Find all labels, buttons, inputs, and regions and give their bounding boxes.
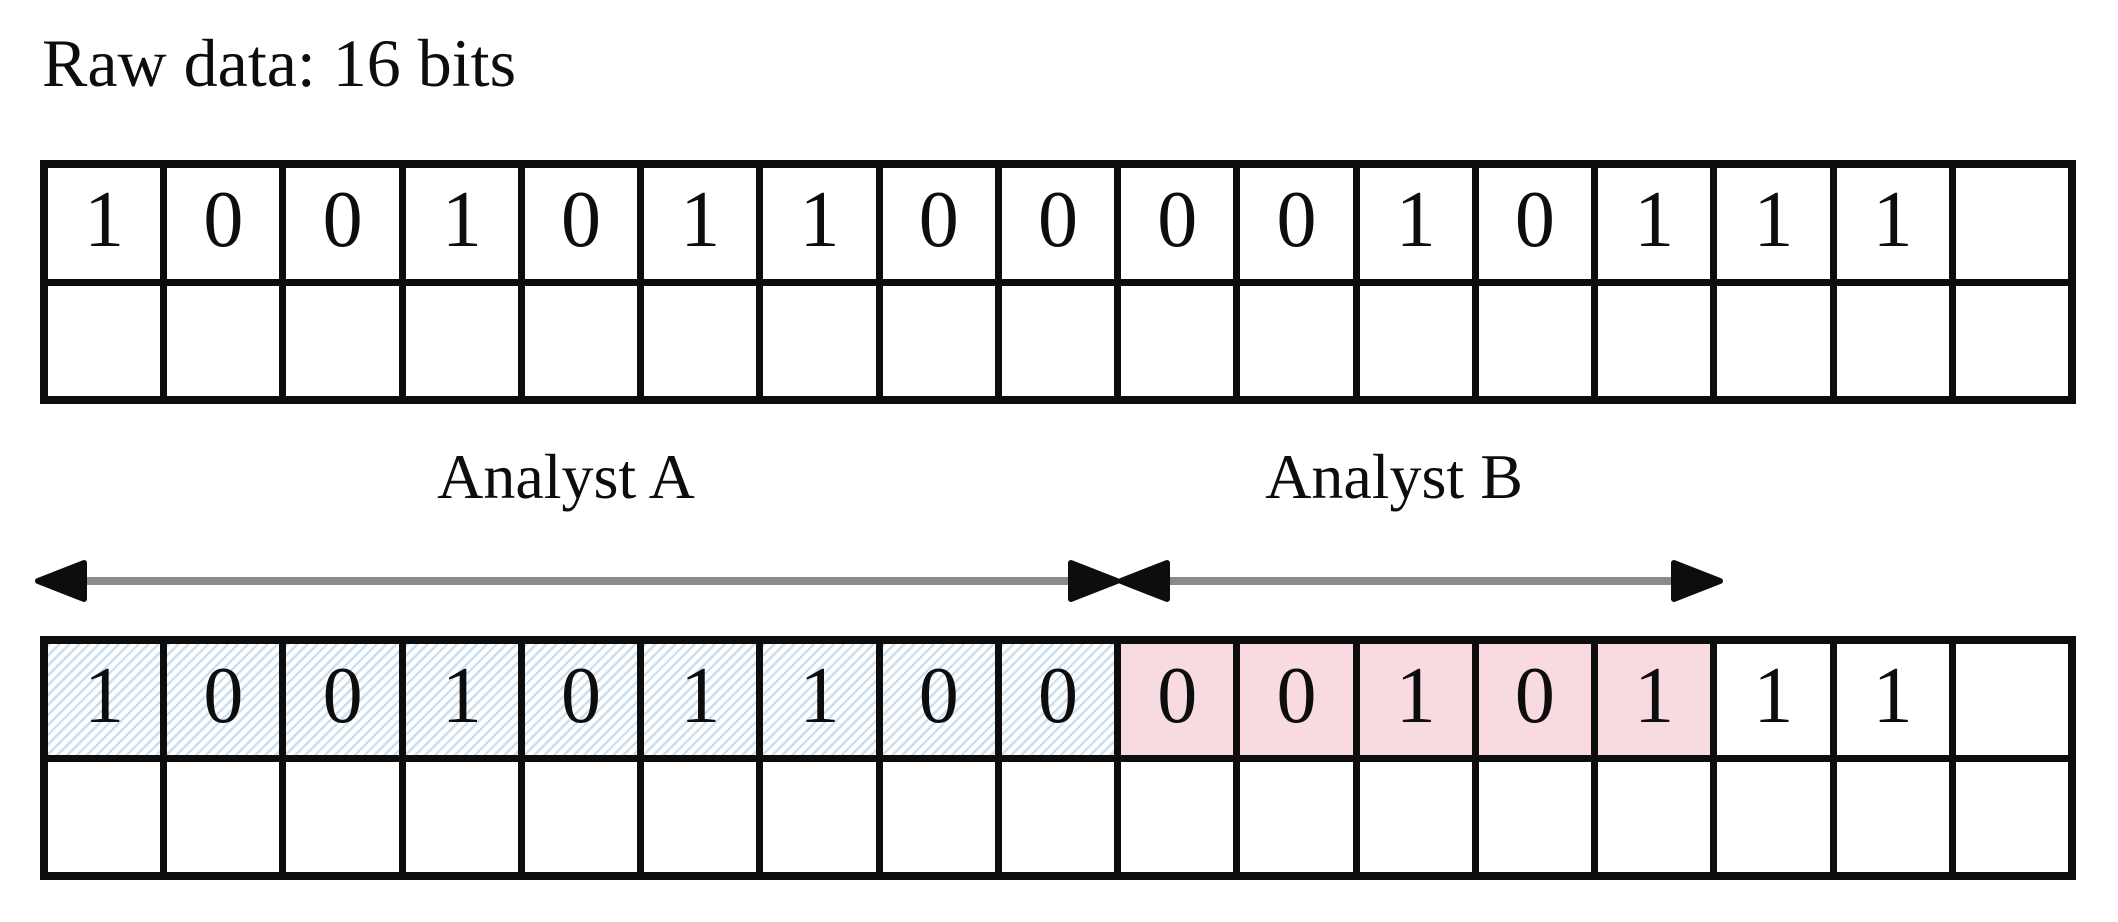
empty-cell — [644, 285, 757, 396]
empty-cell — [644, 761, 757, 872]
bit-cell: 0 — [286, 168, 399, 279]
bit-cell: 0 — [167, 644, 280, 755]
empty-cell — [48, 285, 161, 396]
empty-cell — [763, 761, 876, 872]
bit-cell: 0 — [1001, 644, 1115, 755]
range-arrows — [35, 560, 1723, 602]
bit-cell: 0 — [1478, 644, 1592, 755]
empty-cell — [1955, 761, 2068, 872]
bit-cell: 1 — [763, 644, 876, 755]
analyst-a-left-arrowhead-icon — [35, 560, 87, 602]
bit-cell: 0 — [882, 644, 995, 755]
empty-cell — [524, 285, 638, 396]
bit-cell: 1 — [1836, 644, 1949, 755]
empty-cell — [1478, 285, 1592, 396]
bit-cell: 1 — [48, 168, 161, 279]
bit-cell: 1 — [1717, 644, 1830, 755]
empty-cell — [405, 285, 518, 396]
empty-cell — [1955, 168, 2068, 279]
bit-cell: 1 — [405, 644, 518, 755]
empty-cell — [167, 285, 280, 396]
empty-cell — [1001, 285, 1115, 396]
empty-cell — [1836, 761, 1949, 872]
empty-cell — [1955, 644, 2068, 755]
empty-cell — [286, 285, 399, 396]
empty-cell — [882, 285, 995, 396]
bit-cell: 1 — [1359, 168, 1472, 279]
figure-title: Raw data: 16 bits — [42, 25, 517, 101]
empty-cell — [1598, 761, 1711, 872]
bit-cell: 1 — [1717, 168, 1830, 279]
empty-cell — [882, 761, 995, 872]
bit-cell: 1 — [763, 168, 876, 279]
bit-cell: 1 — [644, 644, 757, 755]
empty-cell — [167, 761, 280, 872]
empty-cell — [1955, 285, 2068, 396]
bit-cell: 0 — [882, 168, 995, 279]
empty-cell — [524, 761, 638, 872]
empty-cell — [1001, 761, 1115, 872]
empty-cell — [1598, 285, 1711, 396]
empty-cell — [1478, 761, 1592, 872]
bit-cell: 1 — [644, 168, 757, 279]
analyst-a-right-arrowhead-icon — [1068, 560, 1120, 602]
bit-cell: 1 — [48, 644, 161, 755]
empty-cell — [1717, 761, 1830, 872]
bit-cell: 0 — [167, 168, 280, 279]
analyst-b-left-arrowhead-icon — [1118, 560, 1170, 602]
bit-cell: 0 — [524, 168, 638, 279]
bit-cell: 0 — [1001, 168, 1115, 279]
analyst-b-right-arrowhead-icon — [1671, 560, 1723, 602]
empty-cell — [48, 761, 161, 872]
bit-cell: 0 — [524, 644, 638, 755]
analyst-a-range-arrow — [35, 560, 1120, 602]
analyst-a-label: Analyst A — [437, 441, 695, 512]
analyst-b-range-arrow — [1118, 560, 1723, 602]
empty-cell — [1121, 285, 1234, 396]
empty-cell — [1121, 761, 1234, 872]
bit-cell: 0 — [1240, 644, 1353, 755]
empty-cell — [1359, 761, 1472, 872]
bit-cell: 1 — [1359, 644, 1472, 755]
bit-cell: 0 — [1121, 168, 1234, 279]
empty-cell — [1717, 285, 1830, 396]
bit-cell: 1 — [1598, 644, 1711, 755]
bit-cell: 1 — [405, 168, 518, 279]
bit-cell: 0 — [286, 644, 399, 755]
bit-cell: 0 — [1121, 644, 1234, 755]
analyst-b-label: Analyst B — [1265, 441, 1523, 512]
empty-cell — [763, 285, 876, 396]
bit-cell: 0 — [1240, 168, 1353, 279]
bit-cell: 1 — [1836, 168, 1949, 279]
bit-cell: 1 — [1598, 168, 1711, 279]
empty-cell — [1359, 285, 1472, 396]
empty-cell — [286, 761, 399, 872]
empty-cell — [1836, 285, 1949, 396]
empty-cell — [1240, 285, 1353, 396]
empty-cell — [1240, 761, 1353, 872]
empty-cell — [405, 761, 518, 872]
bit-cell: 0 — [1478, 168, 1592, 279]
